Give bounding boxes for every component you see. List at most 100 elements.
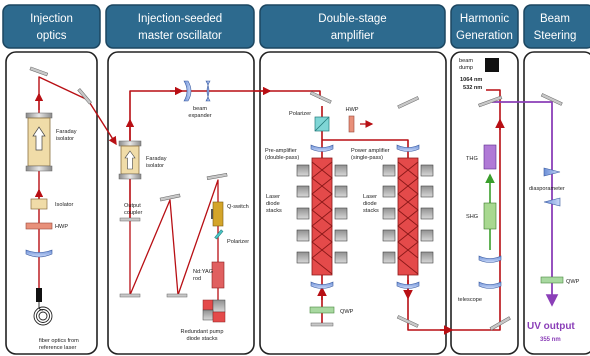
panel-beam-steering (523, 51, 590, 355)
qwp-plate (309, 306, 335, 314)
header-double-stage-amplifier: Double-stage amplifier (259, 4, 446, 49)
label-532nm: 532 nm (463, 85, 482, 91)
header-box (105, 4, 255, 49)
label-hwp: HWP (55, 224, 68, 230)
header-box (523, 4, 590, 49)
faraday-isolator (25, 112, 53, 172)
qwp-plate (540, 276, 564, 284)
panel-double-stage-amplifier (259, 51, 447, 355)
svg-text:Double-stage: Double-stage (318, 13, 386, 25)
header-line-2: master oscillator (138, 30, 222, 42)
telescope-lens (478, 281, 502, 289)
panel-harmonic-generation (450, 51, 519, 355)
mirror (309, 91, 332, 104)
header-line-1: Injection-seeded (138, 13, 222, 25)
header-box (450, 4, 519, 49)
label-thg: THG (466, 156, 478, 162)
svg-text:Harmonic: Harmonic (460, 13, 509, 25)
section-headers: Injection optics Injection-seeded master… (2, 4, 590, 49)
purple-beam (492, 101, 559, 307)
mirror (310, 322, 334, 327)
header-line-1: Injection (30, 13, 73, 25)
label-power-amplifier: Power amplifier(single-pass) (351, 148, 390, 161)
lens (310, 281, 334, 289)
q-switch-electrode (211, 209, 213, 219)
pump-diode-stacks (202, 299, 226, 323)
header-injection-optics: Injection optics (2, 4, 101, 49)
q-switch (212, 201, 224, 227)
svg-text:amplifier: amplifier (331, 30, 375, 42)
svg-text:Beam: Beam (540, 13, 570, 25)
thg-crystal (483, 144, 497, 170)
mirror (166, 293, 188, 298)
panel-master-oscillator (107, 51, 255, 355)
isolator (30, 198, 48, 210)
label-q-switch: Q-switch (227, 204, 249, 210)
header-line-2: amplifier (331, 30, 375, 42)
header-box (2, 4, 101, 49)
label-telescope: telescope (458, 297, 482, 303)
pre-amplifier-gain-module (311, 157, 333, 276)
telescope-lens (478, 255, 502, 263)
mirror (206, 172, 228, 180)
beam-expander-lens (183, 80, 192, 102)
shg-crystal (483, 202, 497, 230)
faraday-isolator (118, 140, 142, 180)
mirror (29, 66, 49, 77)
mirror (540, 93, 563, 106)
label-isolator: Isolator (55, 202, 73, 208)
header-harmonic-generation: Harmonic Generation (450, 4, 519, 49)
fiber-connector (36, 288, 42, 302)
header-line-1: Beam (540, 13, 570, 25)
mirror (396, 315, 419, 328)
pre-amp-diode-stacks (296, 164, 348, 264)
mirror (119, 293, 141, 298)
label-uv-output: UV output (527, 321, 575, 332)
nd-yag-rod (211, 261, 225, 289)
lens (25, 249, 53, 258)
mirror (489, 316, 511, 331)
section-panels (5, 51, 590, 355)
label-qwp: QWP (340, 309, 354, 315)
polarizer (214, 229, 224, 240)
label-1064nm: 1064 nm (460, 77, 482, 83)
injection-beam (38, 76, 117, 300)
header-line-1: Harmonic (460, 13, 509, 25)
header-box (259, 4, 446, 49)
svg-text:Steering: Steering (534, 30, 577, 42)
label-diasporameter: diasporameter (529, 186, 565, 192)
svg-text:Injection: Injection (30, 13, 73, 25)
mirror (77, 88, 92, 105)
header-beam-steering: Beam Steering (523, 4, 590, 49)
dichroic-mirror (478, 95, 503, 108)
lens (396, 144, 420, 152)
header-line-2: Generation (456, 30, 513, 42)
label-355nm: 355 nm (540, 337, 561, 343)
up-arrow-icon (32, 126, 46, 151)
svg-text:Injection-seeded: Injection-seeded (138, 13, 222, 25)
label-polarizer: Polarizer (289, 111, 311, 117)
amplifier-components: Polarizer HWP Pre-amplifier(double-pass)… (265, 91, 434, 328)
header-line-1: Double-stage (318, 13, 386, 25)
hwp-plate (25, 222, 53, 230)
diasporameter-prism (543, 197, 561, 207)
label-hwp: HWP (345, 107, 358, 113)
up-arrow-icon (124, 150, 136, 170)
mirror (159, 193, 181, 202)
hwp-plate (348, 115, 355, 133)
svg-text:Generation: Generation (456, 30, 513, 42)
panel-injection-optics (5, 51, 98, 355)
fiber-coil-icon (33, 302, 53, 326)
beam-expander-lens (205, 80, 211, 102)
label-shg: SHG (466, 214, 478, 220)
